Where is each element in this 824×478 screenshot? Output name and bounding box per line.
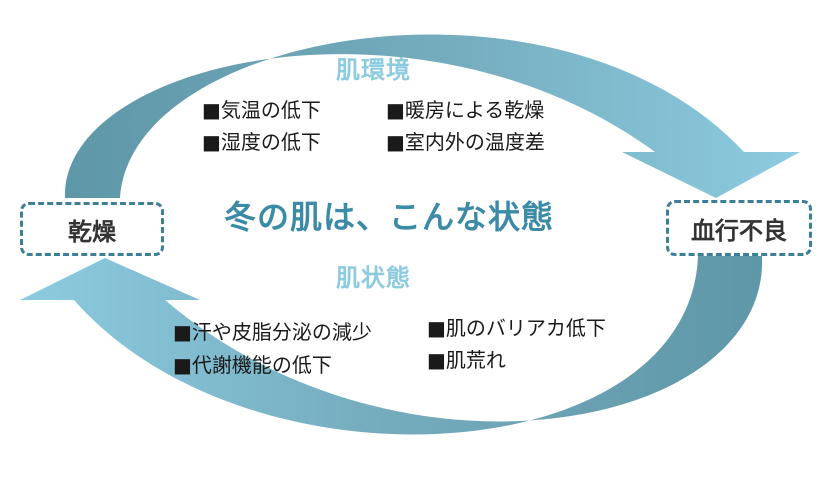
skin-state-item: ■代謝機能の低下	[173, 353, 332, 377]
dryness-box: 乾燥	[20, 202, 164, 256]
center-title: 冬の肌は、こんな状態	[224, 198, 555, 236]
environment-item: ■湿度の低下	[202, 130, 321, 154]
environment-item: ■気温の低下	[202, 98, 321, 122]
poor-circulation-box: 血行不良	[666, 200, 812, 256]
environment-item: ■暖房による乾燥	[386, 98, 545, 122]
lower-arrow	[20, 256, 763, 435]
skin-state-item: ■汗や皮脂分泌の減少	[173, 320, 372, 344]
environment-item: ■室内外の温度差	[386, 130, 545, 154]
environment-heading: 肌環境	[336, 56, 411, 84]
upper-arrow	[64, 34, 800, 199]
skin-state-heading: 肌状態	[336, 264, 411, 292]
skin-state-item: ■肌荒れ	[427, 348, 506, 372]
skin-state-item: ■肌のバリアカ低下	[427, 316, 606, 340]
